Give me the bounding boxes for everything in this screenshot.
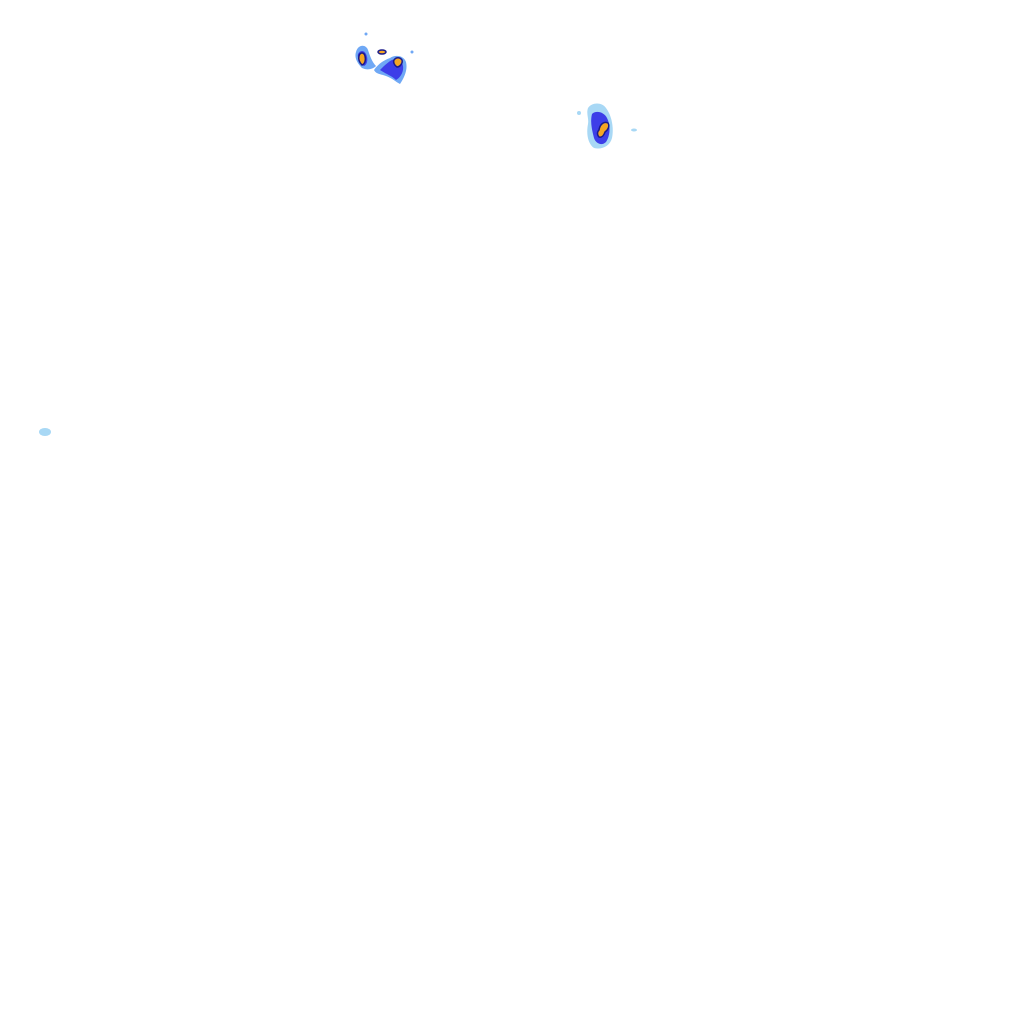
echo-speck bbox=[410, 50, 414, 54]
echo-very-light-band bbox=[39, 428, 51, 436]
echo-small-core bbox=[377, 49, 387, 55]
echo-heavy-core bbox=[596, 121, 610, 138]
echo-speck bbox=[577, 111, 581, 115]
echo-heavy-core bbox=[358, 52, 367, 66]
echo-cluster-north-west bbox=[355, 32, 414, 84]
echo-speck-west bbox=[39, 428, 51, 436]
echo-cluster-north-east bbox=[577, 103, 637, 149]
echo-speck bbox=[631, 128, 637, 132]
echo-heavy-core bbox=[392, 57, 403, 68]
echo-speck bbox=[364, 32, 368, 36]
